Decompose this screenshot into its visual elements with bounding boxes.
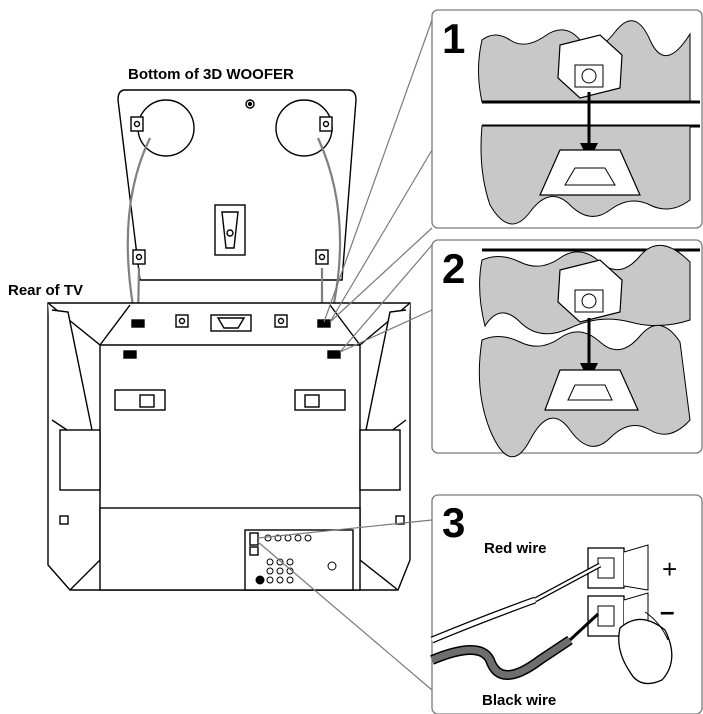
minus-sign: –	[660, 596, 675, 626]
step3-number: 3	[442, 499, 466, 546]
tv-bracket-right	[294, 389, 346, 411]
step2-number: 2	[442, 245, 466, 292]
woofer-bottom-view	[117, 89, 357, 281]
black-wire-label: Black wire	[482, 692, 557, 709]
woofer-bottom-label: Bottom of 3D WOOFER	[128, 66, 294, 83]
tv-rear-view	[47, 302, 411, 591]
step1-panel	[431, 9, 703, 229]
woofer-center-bracket	[214, 204, 246, 256]
plus-sign: +	[662, 554, 678, 584]
step1-number: 1	[442, 15, 466, 62]
red-wire-label: Red wire	[484, 540, 547, 557]
leader-lines	[257, 19, 433, 691]
step2-panel	[431, 239, 703, 458]
tv-rear-label: Rear of TV	[8, 282, 84, 299]
finger-shape	[618, 618, 673, 685]
tv-terminal-jacks	[255, 534, 337, 585]
step3-panel	[430, 494, 703, 714]
